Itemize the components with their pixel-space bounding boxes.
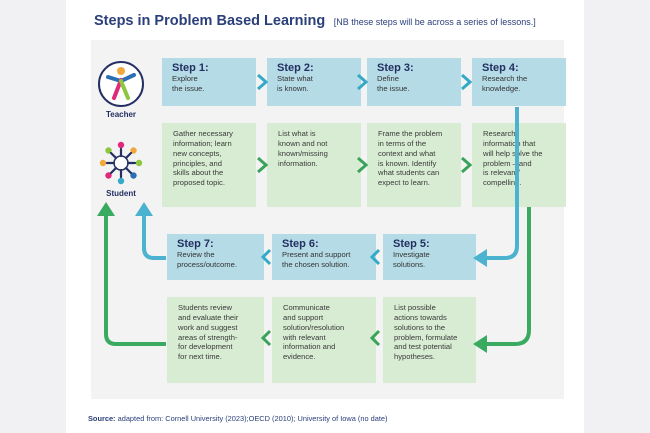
right-margin bbox=[584, 0, 650, 433]
step-6-desc: Present and support the chosen solution. bbox=[282, 250, 351, 269]
step-4-box: Step 4: Research the knowledge. bbox=[472, 58, 566, 106]
page-title: Steps in Problem Based Learning bbox=[94, 13, 326, 29]
student-step-1-text: Gather necessary information; learn new … bbox=[173, 129, 233, 188]
header-note: [NB these steps will be across a series … bbox=[333, 17, 536, 27]
step-3-desc: Define the issue. bbox=[377, 74, 410, 93]
step-4-desc: Research the knowledge. bbox=[482, 74, 528, 93]
student-step-2-text: List what is known and not known/missing… bbox=[278, 129, 328, 168]
step-7-desc: Review the process/outcome. bbox=[177, 250, 237, 269]
step-7-box: Step 7: Review the process/outcome. bbox=[167, 234, 264, 280]
student-label: Student bbox=[106, 189, 136, 198]
student-step-2-box: List what is known and not known/missing… bbox=[267, 123, 361, 207]
step-1-desc: Explore the issue. bbox=[172, 74, 205, 93]
student-group-icon bbox=[98, 140, 144, 186]
step-1-box: Step 1: Explore the issue. bbox=[162, 58, 256, 106]
student-step-4-text: Research information that will help solv… bbox=[483, 129, 543, 188]
step-3-box: Step 3: Define the issue. bbox=[367, 58, 461, 106]
student-step-3-box: Frame the problem in terms of the contex… bbox=[367, 123, 461, 207]
step-5-desc: Investigate solutions. bbox=[393, 250, 430, 269]
step-2-title: Step 2: bbox=[277, 62, 314, 74]
step-6-title: Step 6: bbox=[282, 238, 319, 250]
teacher-figure-icon bbox=[97, 60, 145, 108]
step-5-title: Step 5: bbox=[393, 238, 430, 250]
student-step-5-text: List possible actions towards solutions … bbox=[394, 303, 458, 362]
left-margin bbox=[0, 0, 66, 433]
step-2-desc: State what is known. bbox=[277, 74, 313, 93]
step-4-title: Step 4: bbox=[482, 62, 519, 74]
step-7-title: Step 7: bbox=[177, 238, 214, 250]
source-label: Source: bbox=[88, 414, 116, 423]
student-step-5-box: List possible actions towards solutions … bbox=[383, 297, 476, 383]
student-step-6-box: Communicate and support solution/resolut… bbox=[272, 297, 376, 383]
student-step-1-box: Gather necessary information; learn new … bbox=[162, 123, 256, 207]
step-2-box: Step 2: State what is known. bbox=[267, 58, 361, 106]
student-step-4-box: Research information that will help solv… bbox=[472, 123, 566, 207]
source-text: adapted from: Cornell University (2023);… bbox=[117, 414, 388, 423]
header: Steps in Problem Based Learning [NB thes… bbox=[94, 12, 574, 30]
student-step-6-text: Communicate and support solution/resolut… bbox=[283, 303, 345, 362]
student-step-7-text: Students review and evaluate their work … bbox=[178, 303, 239, 362]
step-3-title: Step 3: bbox=[377, 62, 414, 74]
step-5-box: Step 5: Investigate solutions. bbox=[383, 234, 476, 280]
source-note: Source: adapted from: Cornell University… bbox=[88, 414, 387, 423]
step-1-title: Step 1: bbox=[172, 62, 209, 74]
student-step-7-box: Students review and evaluate their work … bbox=[167, 297, 264, 383]
teacher-label: Teacher bbox=[105, 110, 137, 119]
step-6-box: Step 6: Present and support the chosen s… bbox=[272, 234, 376, 280]
student-step-3-text: Frame the problem in terms of the contex… bbox=[378, 129, 443, 188]
